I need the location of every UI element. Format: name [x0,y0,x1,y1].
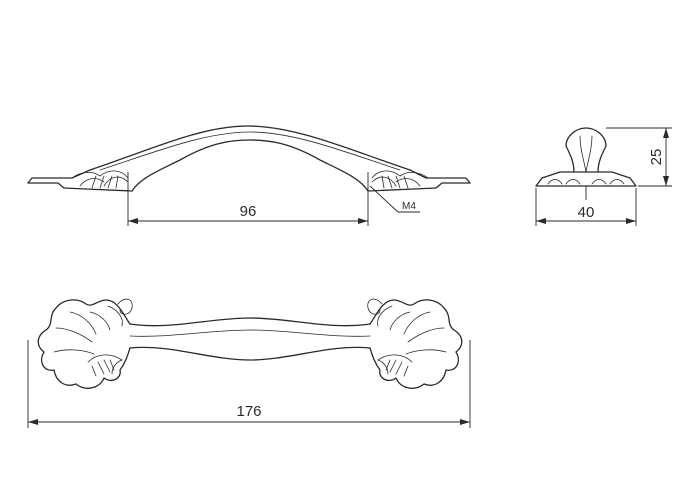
dimension-depth: 40 [578,204,595,221]
dimension-overall-length: 176 [236,403,261,420]
dimension-hole-spacing: 96 [240,203,257,220]
side-view: 40 25 [535,127,672,226]
dimension-height: 25 [648,149,665,166]
top-view: 176 [27,298,471,428]
front-view: 96 M4 [27,125,471,226]
thread-leader [369,185,399,213]
thread-label: M4 [402,201,416,212]
